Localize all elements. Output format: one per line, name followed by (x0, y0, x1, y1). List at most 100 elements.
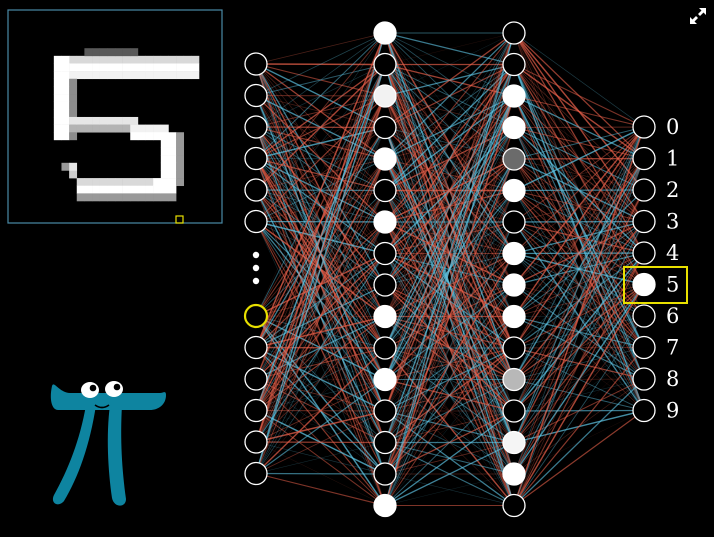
digit-pixel (130, 71, 139, 80)
hidden1-neuron (373, 115, 397, 140)
connection-edge (255, 63, 386, 66)
digit-pixel (122, 124, 131, 133)
digit-pixel (145, 55, 154, 64)
connection-edge (384, 158, 515, 475)
digit-pixel (130, 124, 139, 133)
connection-edge (513, 378, 645, 443)
connection-edge (513, 126, 645, 380)
digit-pixel (69, 86, 78, 95)
connection-edge (384, 32, 515, 129)
digit-pixel (61, 78, 70, 87)
connection-edge (513, 284, 645, 506)
connection-edge (255, 32, 386, 191)
connection-edge (384, 316, 515, 475)
hidden1-neuron (373, 210, 397, 234)
connection-edge (513, 126, 645, 349)
digit-pixel (153, 193, 162, 202)
output-neuron-5 (632, 272, 656, 297)
connection-edge (255, 253, 386, 348)
digit-pixel (160, 185, 169, 194)
connection-edge (384, 64, 515, 286)
digit-pixel (114, 71, 123, 80)
hidden2-neuron (502, 273, 526, 297)
digit-pixel (69, 101, 78, 110)
connection-edge (513, 252, 645, 412)
digit-pixel (61, 86, 70, 95)
digit-pixel (99, 71, 108, 80)
digit-pixels (53, 48, 200, 202)
connection-edge (384, 379, 515, 506)
digit-pixel (160, 55, 169, 64)
output-label-7: 7 (666, 336, 679, 360)
digit-pixel (168, 71, 177, 80)
connection-edge (255, 32, 386, 128)
digit-pixel (92, 124, 100, 133)
connection-edge (384, 32, 515, 412)
hidden1-neuron (373, 399, 397, 423)
hidden1-neuron (373, 147, 397, 171)
digit-pixel (76, 193, 85, 202)
input-neuron (244, 146, 268, 171)
digit-pixel (69, 71, 78, 80)
digit-pixel (84, 55, 93, 64)
connection-edge (255, 410, 386, 506)
digit-pixel (99, 178, 108, 187)
digit-pixel (76, 124, 85, 133)
digit-pixel (61, 63, 70, 72)
digit-pixel (130, 116, 139, 125)
digit-pixel (92, 178, 100, 187)
hidden2-neuron (502, 52, 526, 77)
hidden2-neuron (502, 21, 526, 45)
digit-pixel (114, 185, 123, 194)
digit-pixel (137, 124, 146, 133)
output-neuron-8 (632, 367, 656, 391)
connection-edge (255, 64, 386, 222)
expand-icon-glyph (690, 8, 706, 24)
connection-edge (384, 253, 515, 443)
connection-edge (255, 32, 386, 443)
connection-edge (384, 284, 515, 475)
digit-pixel (107, 193, 116, 202)
connection-edge (513, 378, 645, 506)
digit-pixel (53, 101, 62, 110)
connection-edge (384, 64, 515, 223)
predicted-output-highlight (623, 266, 688, 304)
digit-pixel (99, 55, 108, 64)
connection-edge (513, 158, 645, 443)
connection-edge (513, 126, 645, 286)
digit-pixel (99, 193, 108, 202)
hidden1-neuron (373, 430, 397, 455)
digit-pixel (176, 170, 185, 179)
digit-pixel (69, 55, 78, 64)
output-label-3: 3 (666, 210, 679, 234)
digit-pixel (69, 132, 78, 141)
digit-pixel (61, 55, 70, 64)
digit-pixel (160, 124, 169, 133)
connection-edge (513, 126, 645, 506)
connection-edge (255, 379, 386, 474)
digit-pixel (122, 63, 131, 72)
digit-pixel (69, 63, 78, 72)
digit-pixel (160, 147, 169, 156)
hidden2-neuron (502, 210, 526, 234)
digit-pixel (107, 63, 116, 72)
digit-pixel (153, 71, 162, 80)
digit-pixel (122, 185, 131, 194)
digit-pixel (176, 55, 185, 64)
digit-pixel (145, 178, 154, 187)
digit-pixel (122, 193, 131, 202)
connection-edge (384, 284, 515, 412)
connection-edge (255, 316, 386, 411)
digit-pixel (53, 109, 62, 118)
digit-pixel (130, 193, 139, 202)
connection-edge (384, 95, 515, 286)
expand-icon[interactable] (688, 6, 708, 26)
digit-pixel (160, 178, 169, 187)
digit-pixel (92, 63, 100, 72)
connection-edge (255, 442, 386, 474)
connection-edge (255, 221, 386, 474)
connection-edge (384, 190, 515, 506)
connection-edge (255, 127, 386, 443)
